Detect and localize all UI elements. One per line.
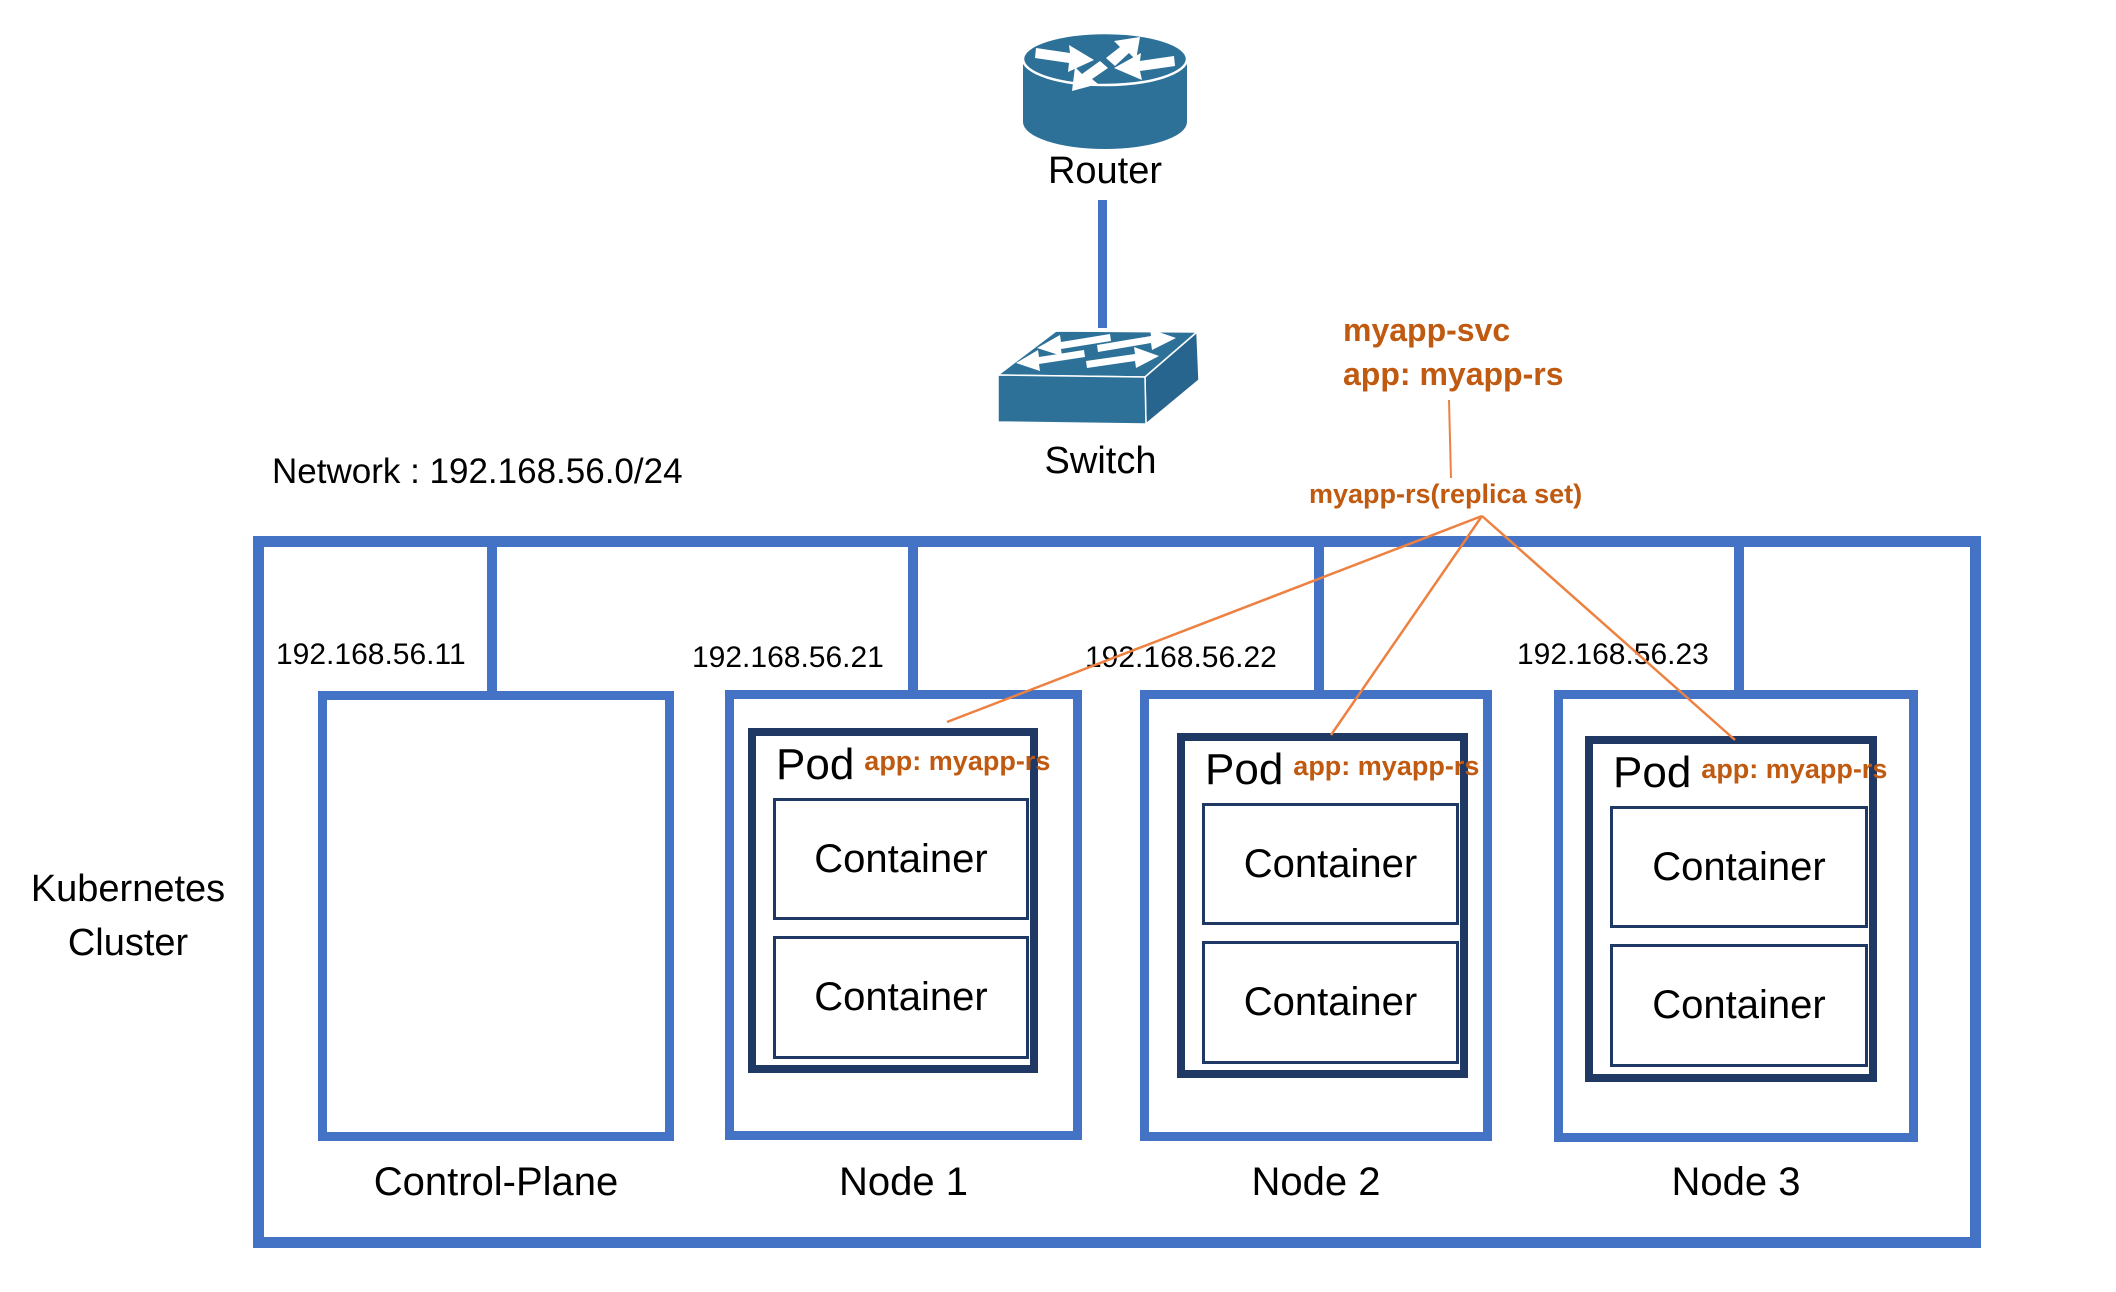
cluster-label-line2: Cluster [67, 922, 189, 964]
container-box: Container [1610, 944, 1868, 1067]
ip-node-3: 192.168.56.23 [1517, 638, 1709, 671]
switch-icon [995, 329, 1200, 426]
service-selector: app: myapp-rs [1343, 356, 1564, 392]
pod-header: Pod app: myapp-rs [1205, 747, 1479, 793]
pod-title: Pod [1613, 748, 1692, 797]
node-name-control-plane: Control-Plane [373, 1160, 619, 1204]
pod-title: Pod [776, 740, 855, 789]
container-box: Container [773, 798, 1029, 920]
container-box: Container [1202, 941, 1459, 1064]
pod-node-3: Pod app: myapp-rs Container Container [1585, 736, 1887, 1082]
drop-node-2 [1314, 545, 1324, 697]
switch-label: Switch [1044, 440, 1157, 482]
pod-app-label: app: myapp-rs [1701, 754, 1888, 784]
drop-node-3 [1734, 545, 1744, 697]
pod-node-1: Pod app: myapp-rs Container Container [748, 728, 1050, 1073]
node-box-control-plane [318, 691, 674, 1141]
node-name-2: Node 2 [1251, 1160, 1381, 1204]
ip-node-2: 192.168.56.22 [1085, 641, 1277, 674]
router-switch-link [1098, 200, 1107, 328]
ip-node-1: 192.168.56.21 [692, 641, 884, 674]
service-label-block: myapp-svc app: myapp-rs [1343, 308, 1563, 396]
router-icon [1021, 31, 1189, 149]
router-label: Router [1047, 150, 1163, 192]
node-name-1: Node 1 [839, 1160, 968, 1204]
pod-app-label: app: myapp-rs [864, 746, 1051, 776]
pod-app-label: app: myapp-rs [1293, 751, 1480, 781]
pod-header: Pod app: myapp-rs [776, 742, 1050, 788]
drop-control-plane [487, 545, 497, 697]
router-arrows [1035, 37, 1175, 91]
service-name: myapp-svc [1343, 312, 1511, 348]
pod-header: Pod app: myapp-rs [1613, 750, 1887, 796]
node-name-3: Node 3 [1671, 1160, 1801, 1204]
cluster-label-line1: Kubernetes [30, 868, 226, 910]
pod-title: Pod [1205, 745, 1284, 794]
replicaset-label: myapp-rs(replica set) [1309, 479, 1583, 509]
switch-arrows [1016, 329, 1176, 371]
drop-node-1 [908, 545, 918, 697]
pod-node-2: Pod app: myapp-rs Container Container [1177, 733, 1479, 1078]
container-box: Container [1202, 803, 1459, 925]
container-box: Container [773, 936, 1029, 1059]
container-box: Container [1610, 806, 1868, 928]
cluster-label: Kubernetes Cluster [8, 862, 248, 970]
ip-control-plane: 192.168.56.11 [276, 638, 466, 671]
network-label: Network : 192.168.56.0/24 [272, 452, 683, 491]
